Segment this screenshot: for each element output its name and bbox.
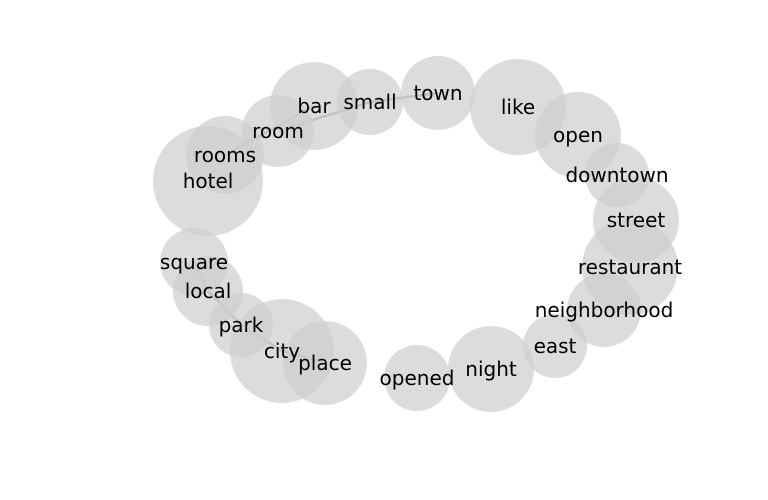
node-label-downtown: downtown xyxy=(565,163,668,187)
node-label-rooms: rooms xyxy=(194,143,256,167)
nodes-layer xyxy=(153,56,679,412)
node-label-small: small xyxy=(343,90,396,114)
node-label-square: square xyxy=(160,250,228,274)
node-circle-neighborhood xyxy=(567,273,641,347)
node-label-local: local xyxy=(185,279,232,303)
node-label-hotel: hotel xyxy=(183,169,234,193)
node-circle-town xyxy=(401,56,475,130)
node-circle-night xyxy=(448,326,534,412)
node-label-town: town xyxy=(413,81,462,105)
node-label-east: east xyxy=(534,334,577,358)
node-circle-bar xyxy=(270,62,358,150)
node-label-like: like xyxy=(501,95,535,119)
node-label-room: room xyxy=(252,119,304,143)
node-label-restaurant: restaurant xyxy=(578,255,682,279)
node-circle-opened xyxy=(384,345,450,411)
node-label-park: park xyxy=(219,313,264,337)
node-label-opened: opened xyxy=(380,366,455,390)
node-label-city: city xyxy=(264,339,300,363)
node-label-open: open xyxy=(553,123,603,147)
node-label-bar: bar xyxy=(297,94,331,118)
node-circle-square xyxy=(160,228,228,296)
node-circle-small xyxy=(337,69,403,135)
node-label-place: place xyxy=(298,351,352,375)
node-label-night: night xyxy=(465,357,517,381)
node-label-street: street xyxy=(607,208,666,232)
node-label-neighborhood: neighborhood xyxy=(535,298,674,322)
node-circle-east xyxy=(523,314,587,378)
